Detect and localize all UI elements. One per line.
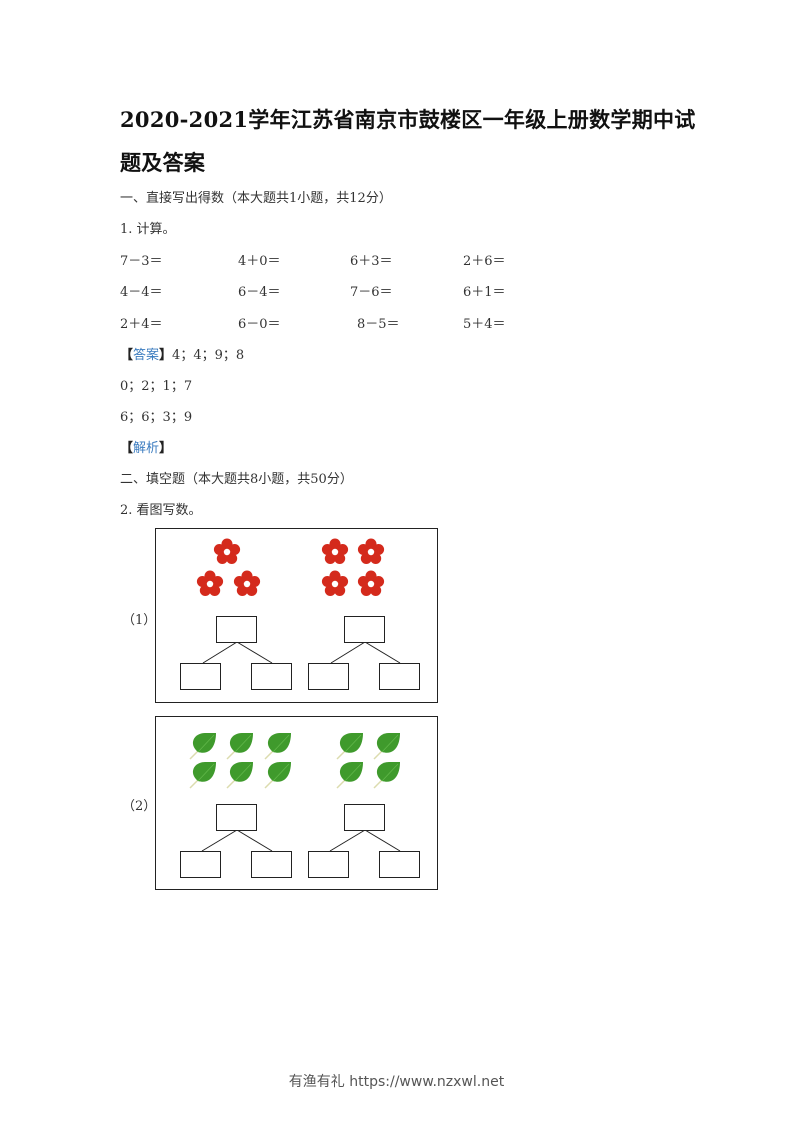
part-box[interactable]: [251, 851, 292, 878]
figure-2-art: [189, 732, 401, 852]
green-leaf-icon: [373, 761, 401, 789]
document-title-line-2: 题及答案: [120, 150, 206, 175]
analysis-line: 【解析】: [120, 437, 172, 456]
footer-watermark: 有渔有礼 https://www.nzxwl.net: [288, 1074, 505, 1090]
equation: 6－4＝: [238, 285, 281, 300]
equation: 5＋4＝: [463, 317, 506, 332]
equation: 4＋0＝: [238, 254, 281, 269]
question-2-prompt: 2. 看图写数。: [120, 503, 202, 518]
green-leaf-icon: [226, 761, 254, 789]
red-flower-icon: [357, 538, 385, 564]
green-leaf-icon: [336, 732, 364, 760]
green-leaf-icon: [336, 761, 364, 789]
red-flower-icon: [357, 570, 385, 596]
total-box[interactable]: [344, 616, 385, 643]
analysis-bracket-close: 】: [159, 441, 173, 456]
answer-line-1: 【答案】4；4；9；8: [120, 344, 244, 363]
answer-bracket-open: 【: [120, 348, 134, 363]
equation: 6＋3＝: [350, 254, 393, 269]
red-flower-icon: [321, 570, 349, 596]
green-leaf-icon: [264, 732, 292, 760]
green-leaf-icon: [264, 761, 292, 789]
answer-label: 答案: [133, 348, 160, 363]
section-2-heading: 二、填空题（本大题共8小题，共50分）: [120, 472, 353, 487]
answer-line-2: 0；2；1；7: [120, 379, 193, 394]
part-box[interactable]: [308, 663, 349, 690]
equation: 6－0＝: [238, 317, 281, 332]
section-1-heading: 一、直接写出得数（本大题共1小题，共12分）: [120, 191, 392, 206]
figure-1-box: [155, 528, 438, 703]
green-leaf-icon: [226, 732, 254, 760]
part-box[interactable]: [379, 663, 420, 690]
document-title-line-1: 2020-2021学年江苏省南京市鼓楼区一年级上册数学期中试: [120, 107, 696, 132]
equation: 2＋6＝: [463, 254, 506, 269]
part-box[interactable]: [308, 851, 349, 878]
total-box[interactable]: [216, 804, 257, 831]
equation: 6＋1＝: [463, 285, 506, 300]
total-box[interactable]: [344, 804, 385, 831]
answer-values: 4；4；9；8: [172, 348, 245, 363]
part-box[interactable]: [180, 663, 221, 690]
red-flower-icon: [321, 538, 349, 564]
red-flower-icon: [213, 538, 241, 564]
green-leaf-icon: [189, 732, 217, 760]
part-box[interactable]: [180, 851, 221, 878]
red-flower-icon: [196, 570, 224, 596]
analysis-bracket-open: 【: [120, 441, 134, 456]
green-leaf-icon: [189, 761, 217, 789]
analysis-label: 解析: [133, 441, 160, 456]
equation: 7－6＝: [350, 285, 393, 300]
red-flower-icon: [233, 570, 261, 596]
answer-line-3: 6；6；3；9: [120, 410, 193, 425]
answer-bracket-close: 】: [159, 348, 173, 363]
equation: 4－4＝: [120, 285, 163, 300]
equation: 8－5＝: [357, 317, 400, 332]
total-box[interactable]: [216, 616, 257, 643]
question-1-prompt: 1. 计算。: [120, 222, 176, 237]
part-box[interactable]: [379, 851, 420, 878]
figure-2-label: （2）: [122, 799, 157, 814]
part-box[interactable]: [251, 663, 292, 690]
equation: 7－3＝: [120, 254, 163, 269]
figure-1-label: （1）: [122, 613, 157, 628]
green-leaf-icon: [373, 732, 401, 760]
figure-2-box: [155, 716, 438, 890]
figure-1-art: [196, 538, 401, 664]
equation: 2＋4＝: [120, 317, 163, 332]
